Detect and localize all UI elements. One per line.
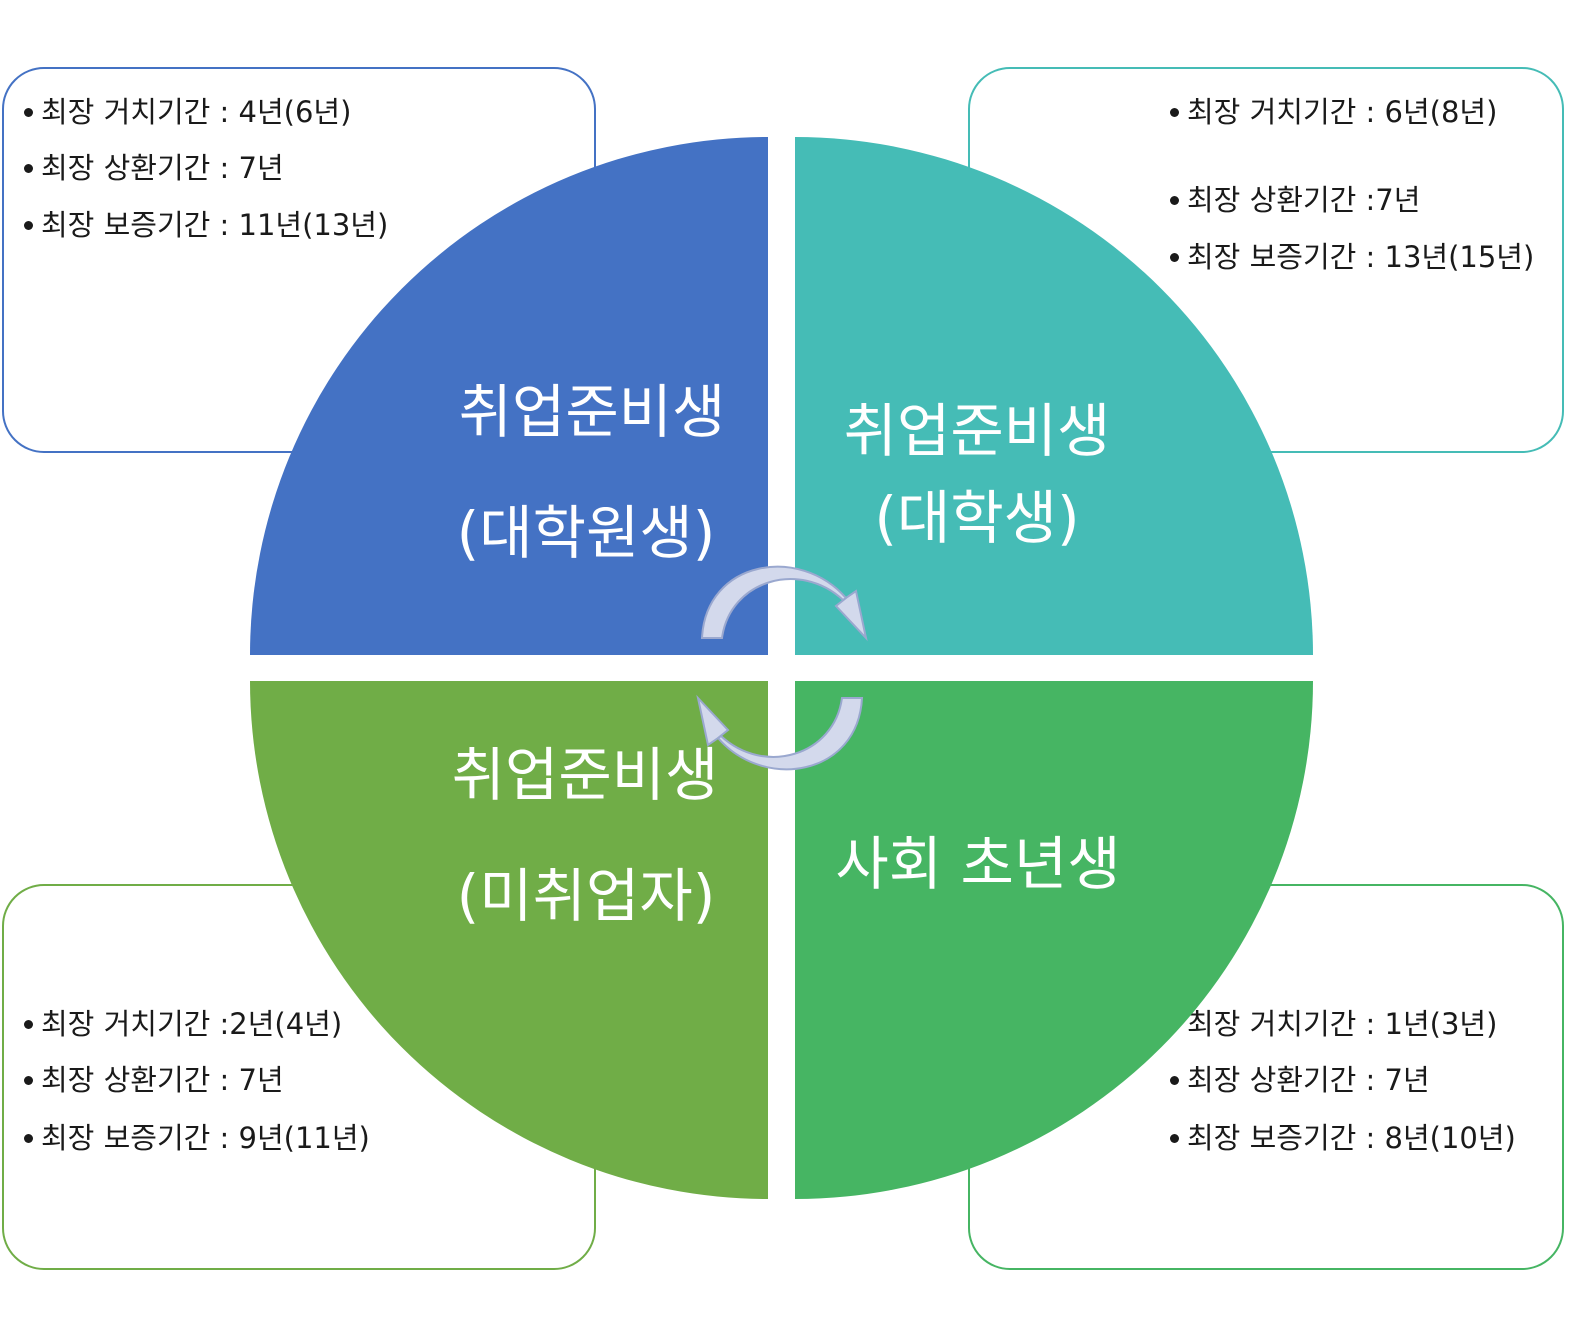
br-line-2: 최장 상환기간 : 7년 <box>1170 1066 1430 1095</box>
quadrant-subtitle-unemployed: (미취업자) <box>457 862 716 930</box>
bullet-icon <box>1170 1133 1179 1143</box>
quadrant-graduate <box>250 137 768 655</box>
quadrant-undergraduate <box>795 137 1313 655</box>
cycle-arrow-bottom-icon <box>696 694 864 771</box>
tl-line-3: 최장 보증기간 : 11년(13년) <box>24 211 388 240</box>
bl-line-1: 최장 거치기간 :2년(4년) <box>24 1010 342 1039</box>
bl-line-3: 최장 보증기간 : 9년(11년) <box>24 1124 370 1153</box>
bullet-icon <box>1170 1075 1179 1085</box>
bullet-icon <box>1170 107 1179 117</box>
tr-line-2: 최장 상환기간 :7년 <box>1170 186 1420 215</box>
quadrant-title-new-worker: 사회 초년생 <box>835 830 1120 898</box>
bullet-icon <box>24 1075 33 1085</box>
quadrant-subtitle-graduate: (대학원생) <box>457 499 716 567</box>
quadrant-unemployed <box>250 681 768 1199</box>
tr-line-1: 최장 거치기간 : 6년(8년) <box>1170 98 1497 127</box>
tl-line-1: 최장 거치기간 : 4년(6년) <box>24 98 351 127</box>
tl-line-2: 최장 상환기간 : 7년 <box>24 154 284 183</box>
br-line-3: 최장 보증기간 : 8년(10년) <box>1170 1124 1516 1153</box>
bullet-icon <box>1170 195 1179 205</box>
bullet-icon <box>24 107 33 117</box>
bullet-icon <box>24 163 33 173</box>
quadrant-title-unemployed: 취업준비생 <box>452 741 719 809</box>
bullet-icon <box>24 1133 33 1143</box>
quadrant-title-graduate: 취업준비생 <box>459 378 726 446</box>
tr-line-3: 최장 보증기간 : 13년(15년) <box>1170 243 1534 272</box>
bullet-icon <box>24 1019 33 1029</box>
cycle-arrow-top-icon <box>700 565 868 642</box>
quadrant-new-worker <box>795 681 1313 1199</box>
bullet-icon <box>1170 252 1179 262</box>
quadrant-subtitle-undergraduate: (대학생) <box>874 484 1079 552</box>
bullet-icon <box>24 220 33 230</box>
bl-line-2: 최장 상환기간 : 7년 <box>24 1066 284 1095</box>
quadrant-title-undergraduate: 취업준비생 <box>844 397 1111 465</box>
